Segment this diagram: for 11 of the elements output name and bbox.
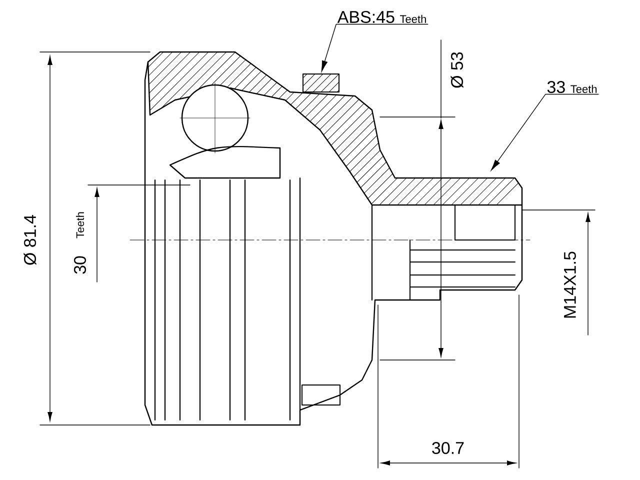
dimension-text: Ø 53 [450,52,464,88]
abs-ring [302,74,340,92]
dimension-text: M14X1.5 [564,252,576,318]
leader-line [490,94,599,170]
callout-text: 33 Teeth [547,80,597,94]
callout-text: ABS:45 Teeth [337,10,426,24]
dimension-text: Teeth [76,212,84,238]
dimension-text: 30 [74,256,86,274]
dimension-text: Ø 81.4 [24,215,36,265]
leader-line [321,24,428,72]
dimension-text: 30.7 [432,442,464,454]
